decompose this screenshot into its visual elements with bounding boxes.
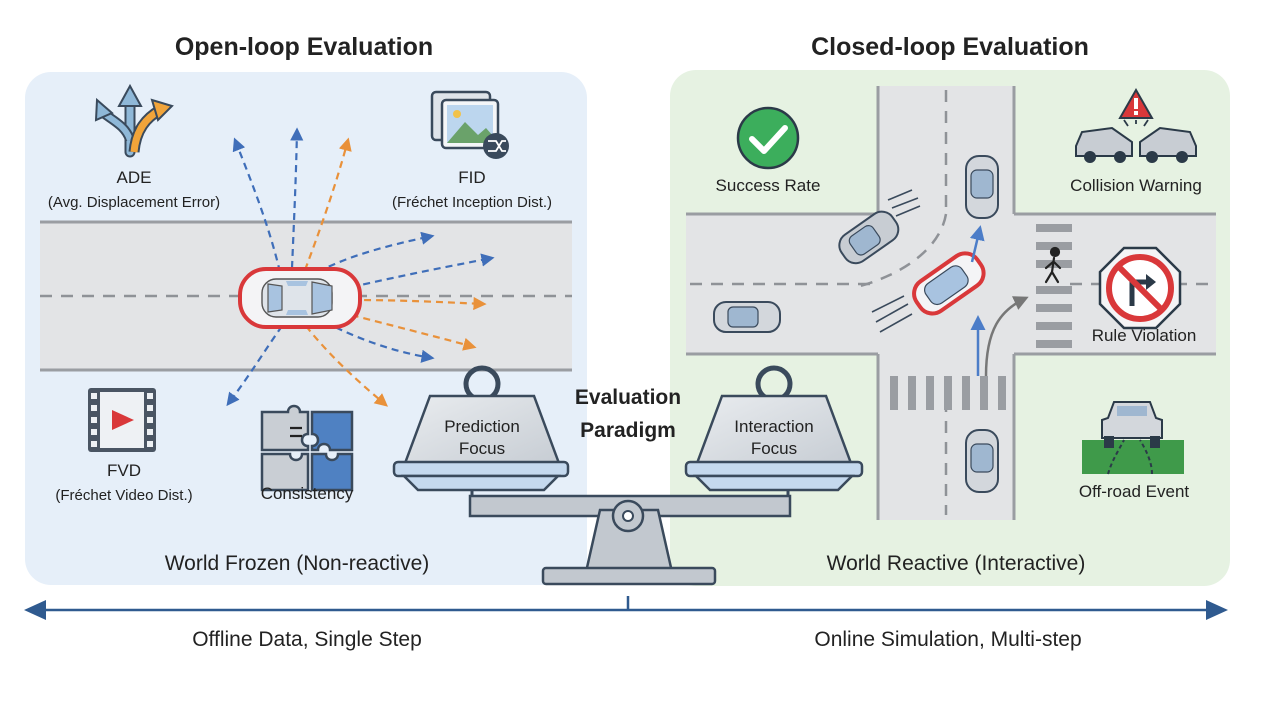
right-weight-label-2: Focus [751,439,797,458]
open-loop-footer: World Frozen (Non-reactive) [165,552,430,575]
fid-desc: (Fréchet Inception Dist.) [392,194,552,211]
closed-loop-footer: World Reactive (Interactive) [827,552,1086,575]
right-pan [684,460,864,492]
axis-left-label: Offline Data, Single Step [192,628,422,651]
ego-path-arrow [969,225,985,263]
fvd-desc: (Fréchet Video Dist.) [55,487,192,504]
car-moving-left [838,210,900,265]
motion-lines-left [887,189,921,217]
pedestrian-icon [1044,246,1062,284]
film-play-icon [88,388,156,452]
check-circle-icon [736,106,800,170]
no-right-turn-icon [1098,246,1182,330]
axis-right-label: Online Simulation, Multi-step [814,628,1081,651]
fvd-label: FVD [107,461,141,480]
fork-arrows-icon [94,83,174,158]
image-shuffle-icon [430,90,509,159]
turn-path-arrow [984,296,1029,377]
puzzle-icon [260,404,354,492]
car-top [965,155,999,219]
ade-label: ADE [117,168,152,187]
off-road-label: Off-road Event [1079,482,1190,501]
center-label-line2: Paradigm [580,419,676,442]
ego-car [238,267,362,329]
rule-violation-label: Rule Violation [1092,326,1197,345]
balance-scale [468,482,792,586]
car-bottom [965,429,999,493]
ade-desc: (Avg. Displacement Error) [48,194,220,211]
evaluation-axis [24,596,1228,620]
motion-lines-ego [871,295,913,333]
left-weight-label-2: Focus [459,439,505,458]
collision-warning-label: Collision Warning [1070,176,1202,195]
success-rate-label: Success Rate [716,176,821,195]
left-weight-label-1: Prediction [444,417,520,436]
off-road-car-icon [1082,401,1184,475]
fid-label: FID [458,168,485,187]
center-label-line1: Evaluation [575,386,681,409]
closed-loop-title: Closed-loop Evaluation [811,33,1089,61]
ego-car-closed-loop [912,251,986,316]
consistency-label: Consistency [261,484,354,503]
left-pan [392,460,570,492]
collision-warning-icon [1075,87,1197,163]
car-parked [713,301,781,333]
open-loop-title: Open-loop Evaluation [175,33,433,61]
right-weight-label-1: Interaction [734,417,813,436]
